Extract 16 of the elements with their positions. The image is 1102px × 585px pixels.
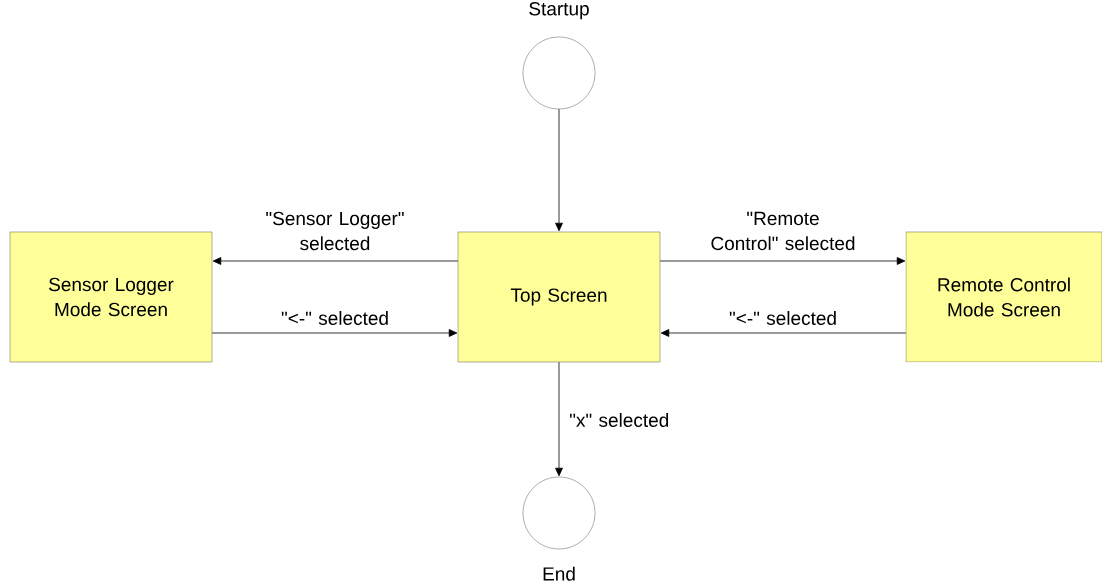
arrow	[659, 257, 906, 265]
edge-label: "Remote Control" selected	[711, 211, 855, 251]
edge-label: "<-" selected	[281, 311, 388, 325]
edge-label: "x" selected	[570, 413, 669, 427]
screen-box: Sensor Logger Mode Screen	[9, 231, 213, 363]
edge-label: "<-" selected	[729, 311, 836, 325]
arrow	[555, 108, 563, 232]
edge-label: "Sensor Logger" selected	[266, 211, 404, 251]
screen-box: Top Screen	[457, 231, 661, 363]
arrow	[660, 329, 907, 337]
arrow	[212, 257, 459, 265]
screen-box: Remote Control Mode Screen	[905, 231, 1102, 363]
node-label: End	[543, 566, 575, 581]
arrow	[555, 361, 563, 477]
arrow	[211, 329, 458, 337]
node-label: Startup	[529, 2, 589, 20]
